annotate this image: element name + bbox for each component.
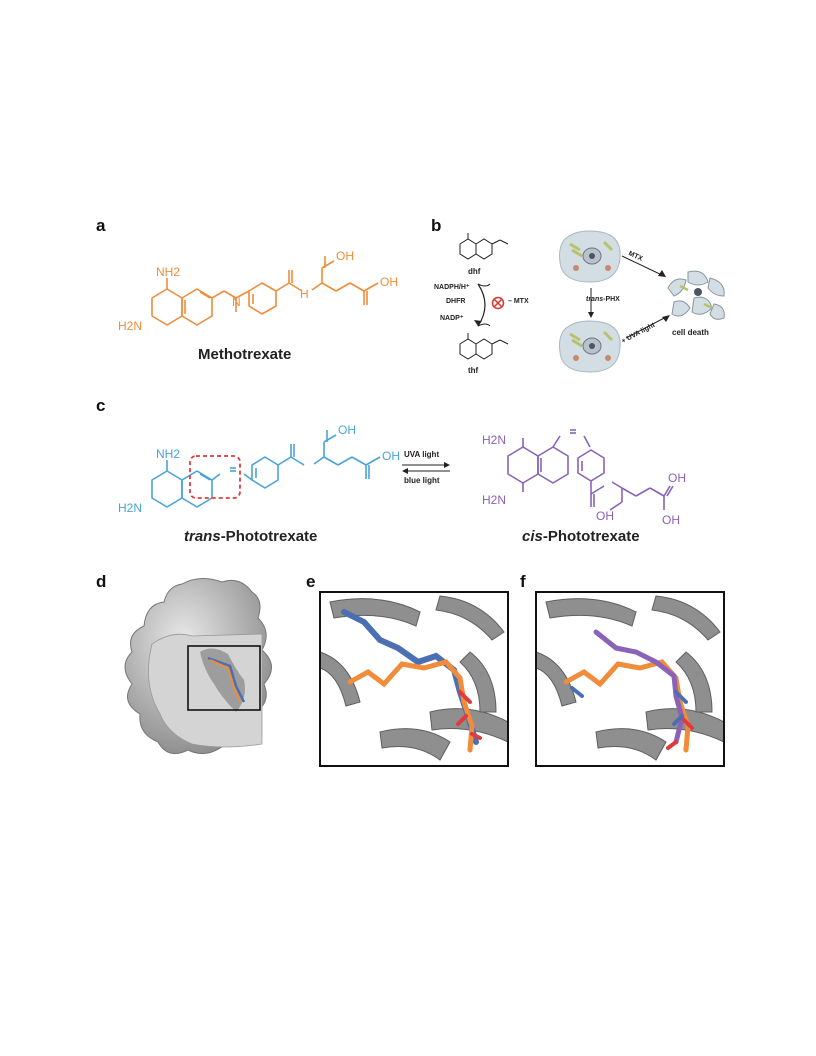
thf-label: thf xyxy=(468,366,479,375)
mtx-arrow xyxy=(621,255,666,277)
label-n: N xyxy=(232,295,241,309)
label-nh2: NH2 xyxy=(156,265,180,279)
blue-light-equilibrium-label: blue light xyxy=(404,476,440,485)
trans-phx-arrow xyxy=(588,288,594,318)
trans-label-oh-1: OH xyxy=(338,423,356,437)
trans-phx-rest: -PHX xyxy=(603,296,620,303)
cis-caption-rest: -Phototrexate xyxy=(542,528,640,545)
trans-phx-italic: trans xyxy=(586,296,604,303)
equilibrium-arrows xyxy=(402,462,450,474)
trans-label-h2n: H2N xyxy=(118,501,142,515)
panel-label-e: e xyxy=(306,572,316,591)
dhfr-label: DHFR xyxy=(446,298,466,305)
uva-light-equilibrium-label: UVA light xyxy=(404,450,440,459)
protein-surface-image xyxy=(124,578,272,755)
panel-label-f: f xyxy=(520,572,526,591)
label-oh-1: OH xyxy=(336,249,354,263)
docking-cis-image xyxy=(535,591,725,767)
azo-highlight-box xyxy=(189,455,241,499)
label-oh-2: OH xyxy=(380,275,398,289)
trans-phototrexate-structure: NH2 H2N OH OH xyxy=(118,423,400,515)
mtx-inhibit-label: – MTX xyxy=(508,298,529,305)
cis-phototrexate-caption: cis-Phototrexate xyxy=(522,528,640,545)
cis-label-h2n-bottom: H2N xyxy=(482,493,506,507)
cis-phototrexate-structure: H2N H2N OH OH OH xyxy=(482,429,686,527)
cell-top-icon xyxy=(559,230,621,283)
inhibit-icon xyxy=(491,296,505,310)
docking-trans-image xyxy=(319,591,509,767)
cis-label-oh-3: OH xyxy=(668,471,686,485)
nadp-label: NADP⁺ xyxy=(440,315,464,322)
cis-caption-italic: cis xyxy=(522,528,543,545)
panel-label-b: b xyxy=(431,216,442,235)
panel-label-a: a xyxy=(96,216,106,235)
trans-label-oh-2: OH xyxy=(382,449,400,463)
cell-death-icon xyxy=(667,270,725,320)
dhf-structure xyxy=(459,233,509,260)
trans-phototrexate-caption: trans-Phototrexate xyxy=(184,528,317,545)
trans-phx-label: trans-PHX xyxy=(586,296,620,303)
cis-label-h2n-top: H2N xyxy=(482,433,506,447)
zoom-region-box xyxy=(187,645,261,711)
methotrexate-caption: Methotrexate xyxy=(198,346,292,363)
cis-label-oh-1: OH xyxy=(596,509,614,523)
panel-label-c: c xyxy=(96,396,106,415)
label-nh: H xyxy=(300,287,309,301)
dhfr-reaction-arrow xyxy=(474,283,491,327)
thf-structure xyxy=(459,333,509,360)
methotrexate-structure: NH2 H2N N H OH OH xyxy=(118,249,398,333)
label-h2n: H2N xyxy=(118,319,142,333)
trans-label-nh2: NH2 xyxy=(156,447,180,461)
uva-arrow xyxy=(625,315,670,339)
cis-label-oh-2: OH xyxy=(662,513,680,527)
nadph-label: NADPH/H⁺ xyxy=(434,284,470,291)
cell-death-label: cell death xyxy=(672,328,709,337)
trans-caption-rest: -Phototrexate xyxy=(220,528,318,545)
cell-bottom-icon xyxy=(559,320,621,373)
dhf-label: dhf xyxy=(468,267,481,276)
trans-caption-italic: trans xyxy=(184,528,221,545)
panel-label-d: d xyxy=(96,572,107,591)
